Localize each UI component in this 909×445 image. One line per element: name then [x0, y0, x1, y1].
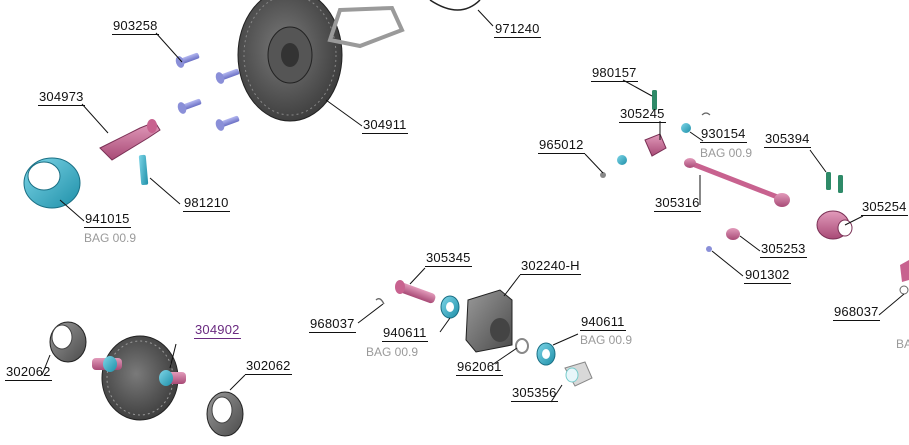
bearing-940611-b: [536, 342, 556, 366]
outdrive-part: [99, 119, 161, 161]
part-label-940611-right: 940611: [580, 314, 626, 331]
part-label-305345: 305345: [425, 250, 472, 267]
bag-label-940611-right: BAG 00.9: [580, 333, 633, 347]
part-label-302240-H: 302240-H: [520, 258, 581, 275]
pin-part: [138, 154, 149, 186]
partial-part-right: [899, 260, 909, 295]
cup-305254: [816, 210, 853, 240]
part-label-903258: 903258: [112, 18, 159, 35]
part-label-930154: 930154: [700, 126, 747, 143]
part-label-968037-left: 968037: [309, 316, 356, 333]
shaft-305345: [395, 280, 436, 304]
bearing-cup-part: [23, 157, 81, 209]
part-label-981210: 981210: [183, 195, 230, 212]
part-label-968037-right: 968037: [833, 304, 880, 321]
dogbone-305316: [684, 158, 790, 207]
part-label-305245: 305245: [619, 106, 666, 123]
screw-965012: [600, 172, 606, 178]
part-label-980157: 980157: [591, 65, 638, 82]
part-label-940611-left: 940611: [382, 325, 428, 342]
part-label-302062-right: 302062: [245, 358, 292, 375]
part-label-302062-left: 302062: [5, 364, 52, 381]
screw-901302: [706, 246, 712, 252]
nut-305253: [726, 228, 740, 240]
clip-968037-a: [375, 298, 385, 305]
part-label-305316: 305316: [654, 195, 701, 212]
housing-302240-H: [465, 289, 513, 353]
part-label-304911: 304911: [362, 117, 408, 134]
block-305245: [644, 133, 667, 157]
part-label-962061: 962061: [456, 359, 503, 376]
ring-930154: [681, 123, 691, 133]
pin-305394-b: [838, 175, 843, 193]
part-label-965012: 965012: [538, 137, 585, 154]
pin-980157: [652, 90, 657, 110]
part-label-305394: 305394: [764, 131, 811, 148]
part-label-305356: 305356: [511, 385, 558, 402]
gasket-part: [327, 0, 481, 49]
bag-label-940611-left: BAG 00.9: [366, 345, 419, 359]
shim-962061: [515, 338, 529, 354]
bearing-940611-a: [440, 295, 460, 319]
part-label-901302: 901302: [744, 267, 791, 284]
clip-930154: [701, 112, 711, 116]
part-label-305253: 305253: [760, 241, 807, 258]
part-label-304973: 304973: [38, 89, 85, 106]
leader-lines: [41, 9, 905, 403]
pin-305394-a: [826, 172, 831, 190]
part-label-971240: 971240: [494, 21, 541, 38]
bag-label-930154: BAG 00.9: [700, 146, 753, 160]
bag-label-941015: BAG 00.9: [84, 231, 137, 245]
spur-gear-part: [237, 0, 343, 122]
part-label-941015: 941015: [84, 211, 131, 228]
screw-parts: [175, 52, 240, 131]
diff-cup-302062-right: [206, 391, 244, 437]
part-label-304902[interactable]: 304902: [194, 322, 241, 339]
part-label-305254: 305254: [861, 199, 908, 216]
diff-assembly-304902: [92, 335, 186, 421]
nut-305356: [564, 361, 593, 387]
bag-label-cut: BA: [896, 337, 909, 351]
diff-cup-302062-left: [49, 321, 87, 363]
ball-965012: [617, 155, 627, 165]
